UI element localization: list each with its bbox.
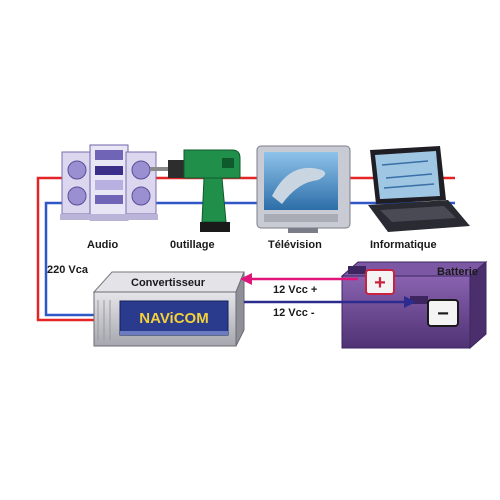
power-drill-icon [150,149,241,232]
device-label-audio: Audio [87,239,119,251]
battery-minus-sign: − [437,303,449,325]
device-label-tv: Télévision [268,239,322,251]
battery-positive-terminal [365,269,395,295]
negative-wire-label: 12 Vcc - [273,307,315,319]
ac-voltage-label: 220 Vca [47,264,88,276]
positive-wire-label: 12 Vcc + [273,284,318,296]
battery-negative-terminal [427,299,459,327]
ac-wire-blue [44,201,455,317]
battery-plus-sign: + [374,272,386,294]
converter-brand: NAViCOM [139,310,208,327]
converter-title: Convertisseur [131,277,205,289]
battery-icon: + − [340,260,488,350]
device-label-computer: Informatique [370,239,437,251]
battery-label: Batterie [437,266,478,278]
dc-wiring [240,273,416,308]
laptop-icon [368,146,470,232]
stereo-system-icon [60,144,158,221]
negative-arrowhead [404,296,416,308]
device-label-tools: 0utillage [170,239,215,251]
television-icon [256,145,351,233]
ac-wiring [36,176,455,322]
positive-arrowhead [240,273,252,285]
converter-box: NAViCOM [92,271,245,347]
ac-wire-red [36,176,455,322]
